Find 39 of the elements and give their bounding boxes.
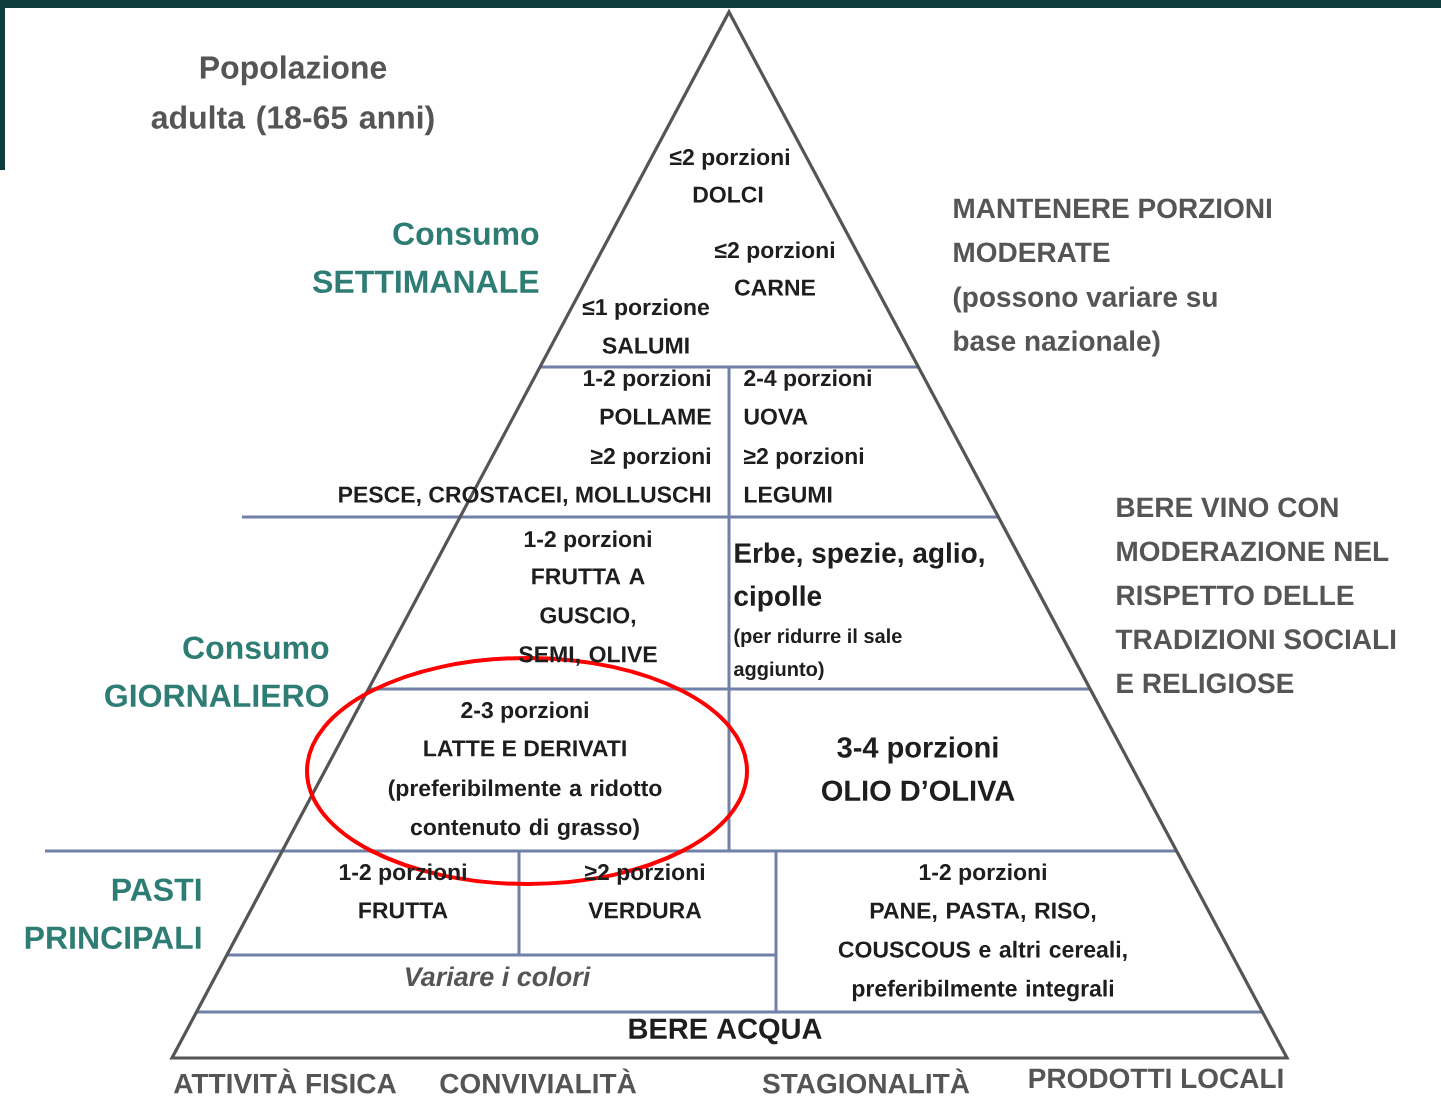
category-heading: Consumo GIORNALIERO [105,636,329,708]
serving-label: ≤1 porzione [582,298,710,320]
advice-text: Variare i colori [405,966,591,987]
food-label: CARNE [735,279,815,296]
serving-label: 3-4 porzioni [837,736,998,764]
serving-label: 1-2 porzioni [919,863,1046,885]
food-label: Erbe, spezie, aglio, cipolle [734,542,984,612]
food-label: LEGUMI [744,486,832,503]
serving-label: ≥2 porzioni [743,447,863,469]
serving-label: ≤2 porzioni [714,241,834,263]
note-text: (preferibilmente a ridotto contenuto di grasso) [388,779,662,840]
serving-label: ≥2 porzioni [590,447,710,469]
advice-text: BERE VINO CON MODERAZIONE NEL RISPETTO DELLE TRADIZIONI SOCIALI E RELIGIOSE [1115,497,1396,694]
advice-note: (possono variare su base nazionale) [953,286,1217,357]
serving-label: ≥2 porzioni [584,863,704,885]
lifestyle-label: CONVIVIALITÀ [440,1068,637,1094]
food-label: VERDURA [588,902,702,919]
advice-text: BERE ACQUA [629,1018,822,1045]
category-heading: PASTI PRINCIPALI [25,878,201,950]
serving-label: 2-4 porzioni [744,369,871,391]
food-label: UOVA [744,408,808,425]
category-heading: Consumo SETTIMANALE [312,222,539,294]
food-label: SALUMI [602,337,689,354]
food-label: POLLAME [600,408,711,425]
food-label: FRUTTA [359,902,448,919]
food-label: DOLCI [693,186,763,203]
serving-label: 1-2 porzioni [524,530,651,552]
title: Popolazione adulta (18-65 anni) [151,55,434,136]
serving-label: ≤2 porzioni [669,148,789,170]
lifestyle-label: STAGIONALITÀ [762,1068,970,1094]
food-label: OLIO D’OLIVA [822,780,1015,801]
serving-label: 1-2 porzioni [584,369,710,391]
food-label: PANE, PASTA, RISO, COUSCOUS e altri cereali, preferibilmente integrali [838,902,1127,1002]
note-text: (per ridurre il sale aggiunto) [734,628,902,681]
food-label: LATTE E DERIVATI [424,740,626,757]
lifestyle-label: ATTIVITÀ FISICA [173,1068,396,1094]
lifestyle-label: PRODOTTI LOCALI [1029,1068,1283,1089]
serving-label: 2-3 porzioni [461,701,588,723]
advice-text: MANTENERE PORZIONI MODERATE [954,198,1271,263]
